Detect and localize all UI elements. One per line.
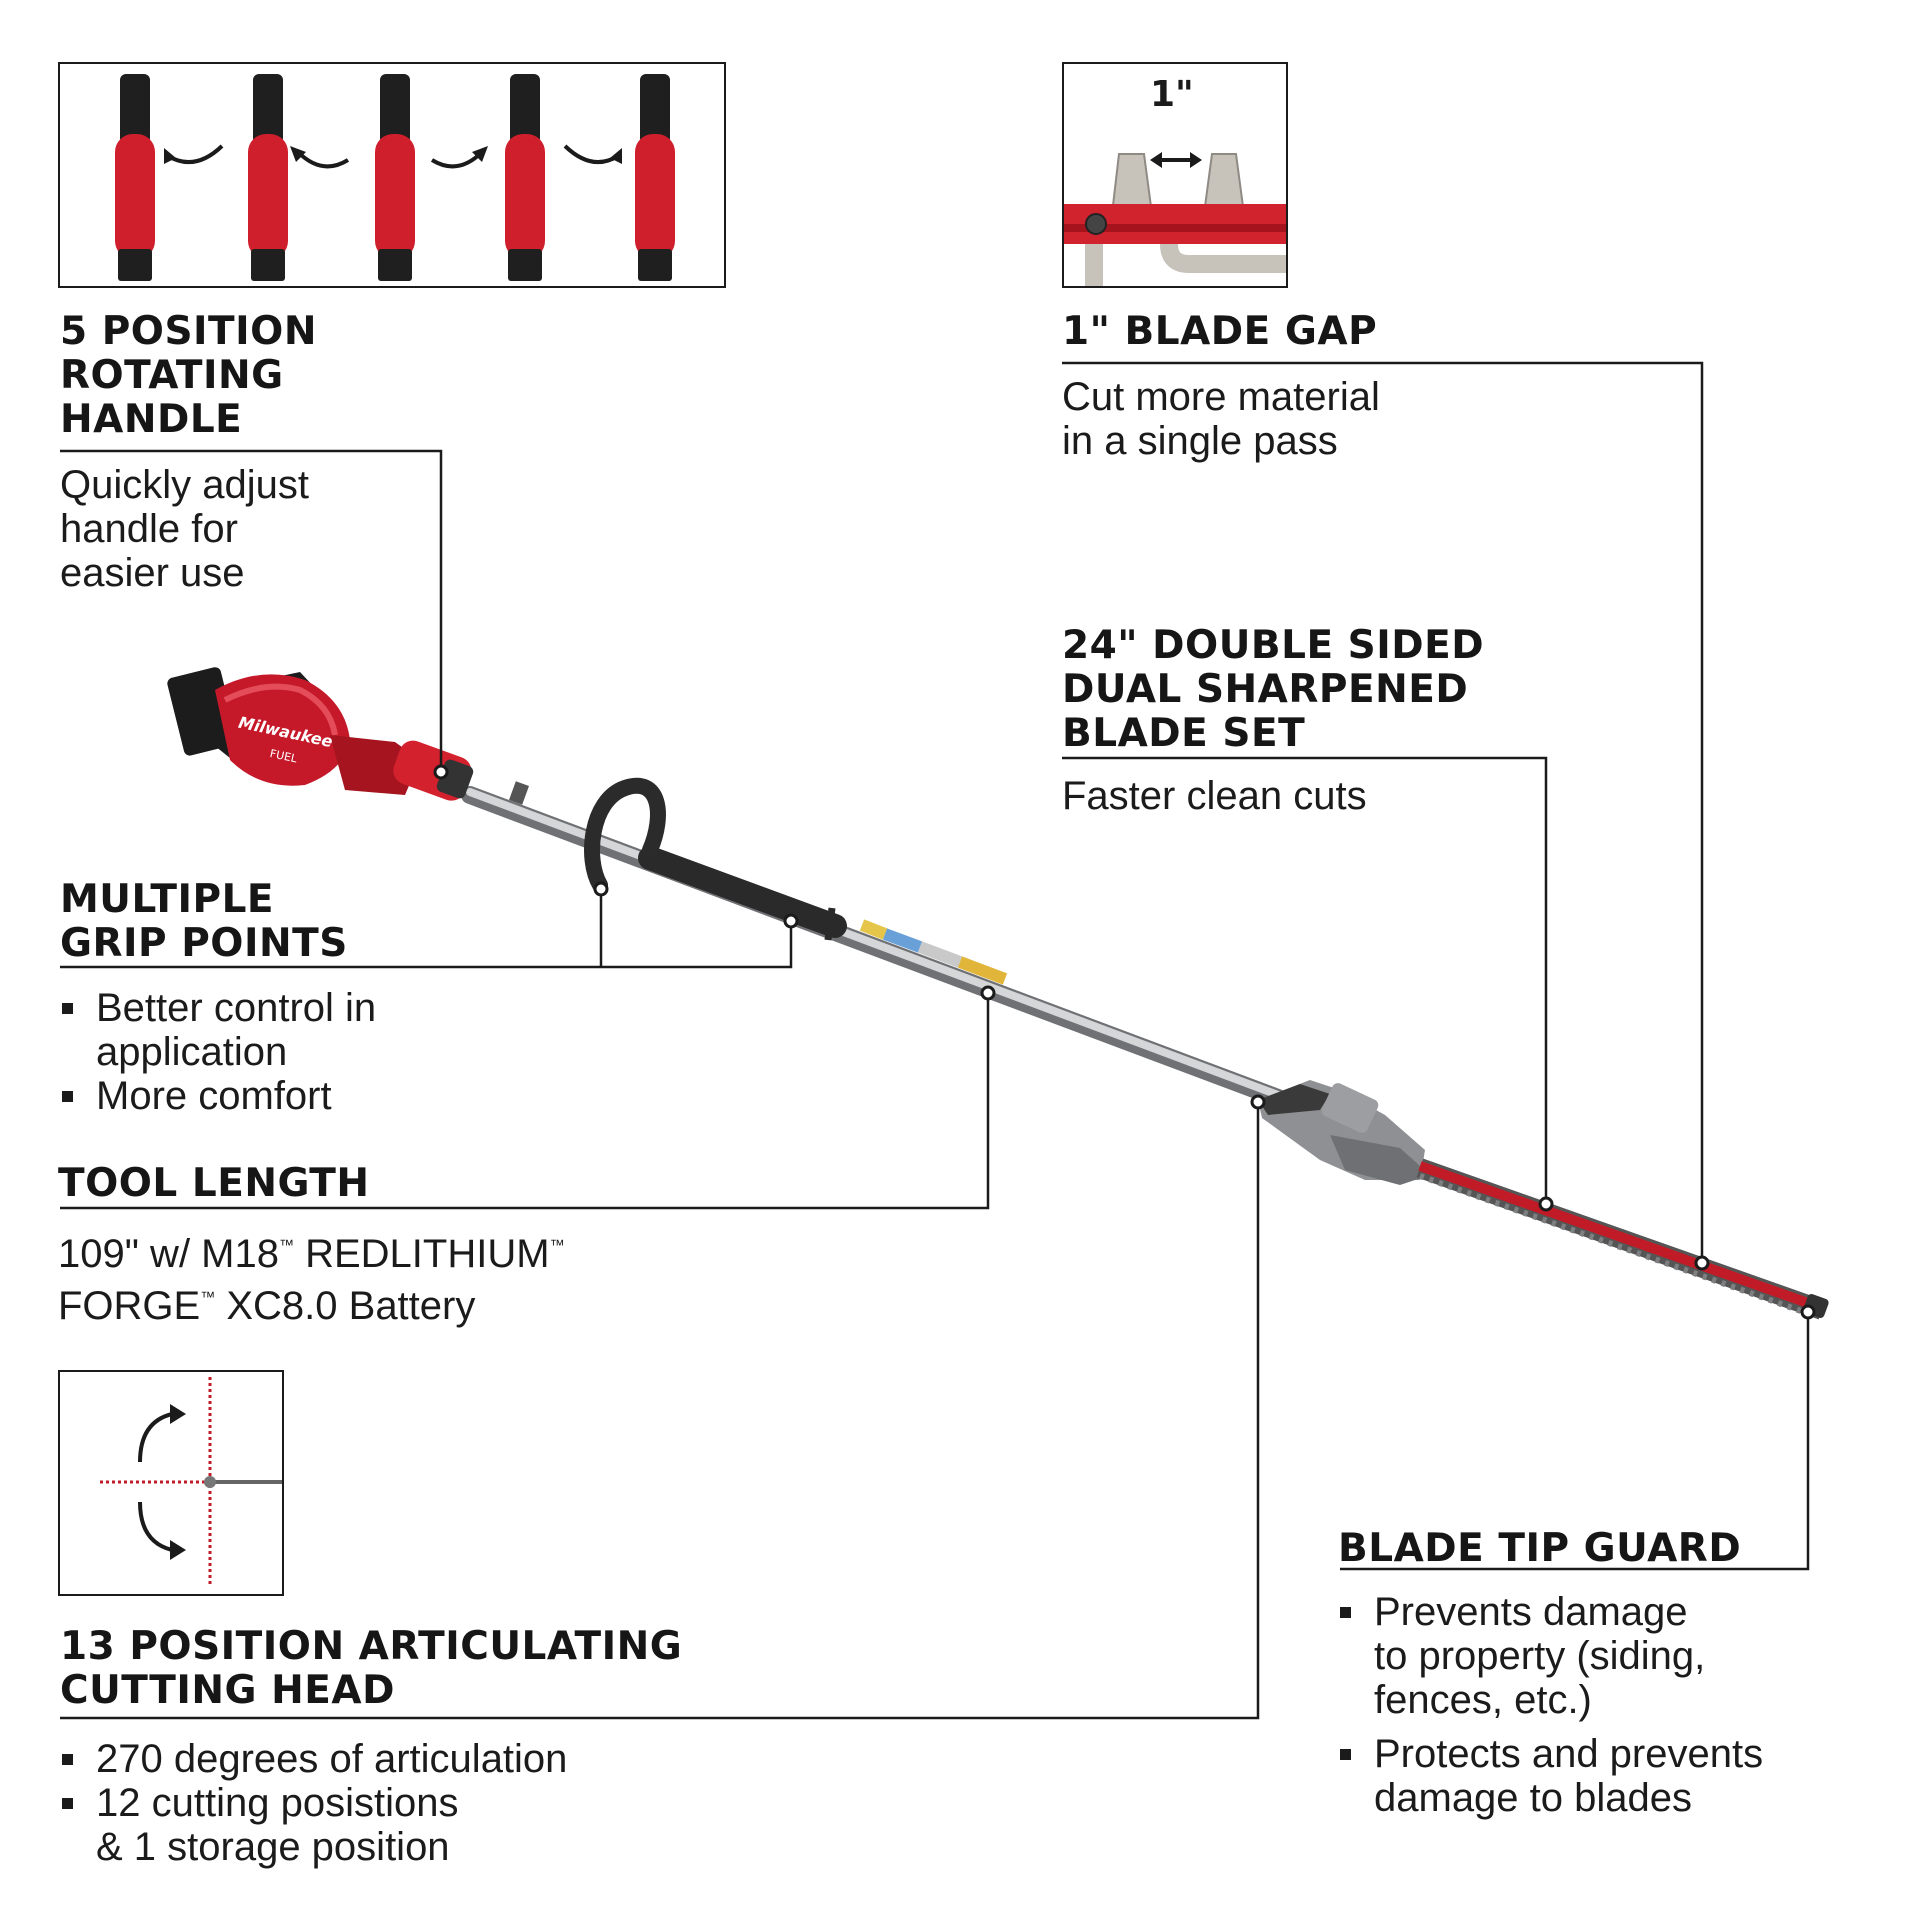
shaft-decal bbox=[859, 919, 1008, 985]
blade-gap-description: Cut more material in a single pass bbox=[1062, 375, 1380, 463]
list-item: Protects and prevents damage to blades bbox=[1338, 1732, 1763, 1820]
callout-lines bbox=[60, 361, 1810, 1720]
loop-handle bbox=[584, 777, 666, 893]
handle-icon bbox=[505, 74, 545, 281]
grip-points-bullets: Better control in application More comfo… bbox=[60, 986, 376, 1118]
rotate-arrow-icon bbox=[138, 1412, 173, 1463]
blade-gap-dimension: 1" bbox=[1150, 74, 1194, 115]
tool-length-description: 109" w/ M18™ REDLITHIUM™ FORGE™ XC8.0 Ba… bbox=[58, 1232, 565, 1328]
articulation-inset bbox=[58, 1370, 284, 1596]
articulating-head-bullets: 270 degrees of articulation 12 cutting p… bbox=[60, 1737, 567, 1869]
handle-icon bbox=[635, 74, 675, 281]
handle-icon bbox=[375, 74, 415, 281]
blade-tip-guard-bullets: Prevents damage to property (siding, fen… bbox=[1338, 1590, 1763, 1820]
rotating-handle-title: 5 POSITION ROTATING HANDLE bbox=[60, 309, 317, 442]
shaft bbox=[461, 786, 1319, 1119]
tool-length-title: TOOL LENGTH bbox=[58, 1161, 370, 1206]
rotating-handle-description: Quickly adjust handle for easier use bbox=[60, 463, 309, 595]
articulating-head bbox=[1258, 1080, 1430, 1185]
blade-bar bbox=[1416, 1158, 1829, 1320]
rotate-arrow-icon bbox=[138, 1501, 173, 1552]
svg-text:FUEL: FUEL bbox=[269, 747, 299, 766]
grip-points-title: MULTIPLE GRIP POINTS bbox=[60, 877, 348, 966]
arrow-head-icon bbox=[164, 146, 622, 164]
blade-set-title: 24" DOUBLE SIDED DUAL SHARPENED BLADE SE… bbox=[1062, 623, 1485, 756]
front-grip bbox=[638, 846, 847, 938]
list-item: 270 degrees of articulation bbox=[60, 1737, 567, 1781]
list-item: 12 cutting posistions & 1 storage positi… bbox=[60, 1781, 567, 1869]
blade-set-description: Faster clean cuts bbox=[1062, 774, 1367, 818]
power-head: Milwaukee FUEL bbox=[167, 667, 474, 801]
handle-positions-inset bbox=[58, 62, 726, 288]
blade-gap-title: 1" BLADE GAP bbox=[1062, 309, 1378, 354]
callout-dots bbox=[433, 764, 1816, 1320]
list-item: Prevents damage to property (siding, fen… bbox=[1338, 1590, 1763, 1722]
blade-tip-guard-title: BLADE TIP GUARD bbox=[1338, 1526, 1742, 1571]
blade-gap-inset: 1" bbox=[1062, 62, 1288, 288]
list-item: Better control in application bbox=[60, 986, 376, 1074]
handle-icon bbox=[248, 74, 288, 281]
handle-icon bbox=[115, 74, 155, 281]
articulating-head-title: 13 POSITION ARTICULATING CUTTING HEAD bbox=[60, 1624, 683, 1713]
list-item: More comfort bbox=[60, 1074, 376, 1118]
